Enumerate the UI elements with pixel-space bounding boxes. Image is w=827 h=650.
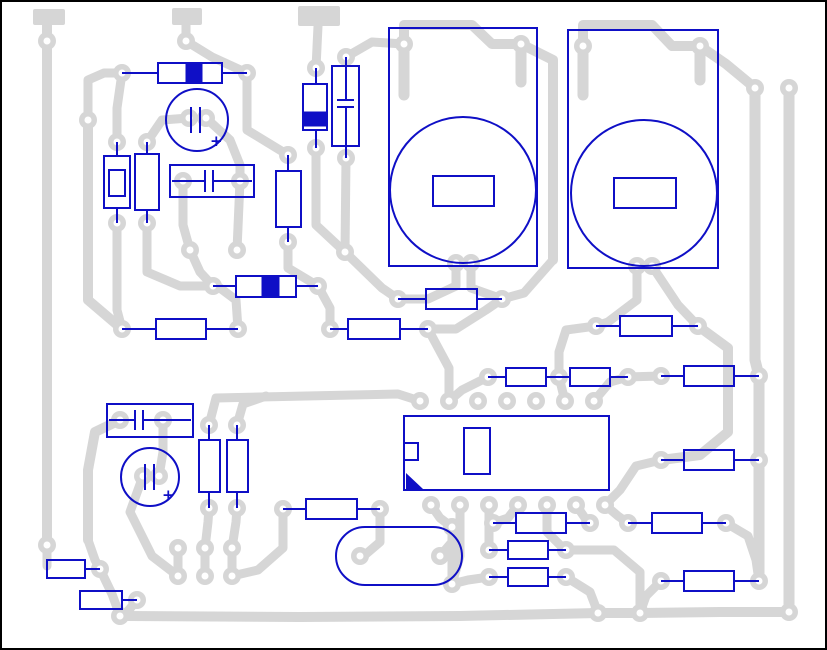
electrolytic-capacitor-outline[interactable] [120,447,180,507]
box-capacitor-body[interactable] [106,403,194,438]
pad-drill-hole [601,501,609,509]
copper-trace [695,41,760,93]
polarity-plus-mark: + [162,486,175,504]
ic-inner-box[interactable] [463,427,491,475]
copper-trace [232,176,245,255]
copper-trace [340,153,351,257]
pad-drill-hole [43,37,51,45]
pad-drill-hole [785,84,793,92]
pad-drill-hole [233,246,241,254]
copper-trace [399,20,526,49]
copper-trace [115,608,603,622]
capacitor-can-outline[interactable] [389,116,537,264]
ic-notch [403,442,419,461]
pad-drill-hole [186,246,194,254]
pad-drill-hole [228,572,236,580]
pad-drill-hole [751,84,759,92]
large-capacitor-outline[interactable] [567,29,719,269]
pad-drill-hole [543,501,551,509]
diode-cathode-band [185,62,203,84]
copper-trace [516,39,558,265]
pad-drill-hole [561,397,569,405]
pad-drill-hole [228,544,236,552]
pad-drill-hole [416,397,424,405]
fuse-outline[interactable] [335,526,463,586]
copper-trace [635,607,794,618]
copper-trace [125,471,183,581]
copper-trace [578,20,705,51]
large-capacitor-outline[interactable] [388,27,538,267]
pad-drill-hole [84,116,92,124]
copper-pad[interactable] [298,6,340,26]
pad-drill-hole [201,544,209,552]
copper-trace [554,321,601,382]
diode-cathode-band [261,275,280,298]
copper-pad[interactable] [33,9,65,25]
component-label-box[interactable] [432,175,495,207]
pad-drill-hole [155,472,163,480]
pad-drill-hole [427,501,435,509]
capacitor-can-outline[interactable] [570,119,718,267]
electrolytic-capacitor-outline[interactable] [165,88,229,152]
copper-trace [341,37,409,62]
pad-drill-hole [356,552,364,560]
pad-drill-hole [436,552,444,560]
polarity-plus-mark: + [210,132,223,150]
copper-trace [227,504,288,581]
pad-drill-hole [43,541,51,549]
component-label-box[interactable] [613,177,677,209]
pad-drill-hole [448,523,456,531]
pad-drill-hole [174,544,182,552]
pad-drill-hole [174,572,182,580]
pad-drill-hole [696,42,704,50]
pad-drill-hole [116,612,124,620]
pad-drill-hole [517,40,525,48]
pad-drill-hole [514,501,522,509]
copper-trace [600,455,666,510]
copper-trace [142,218,218,291]
pin1-marker [406,473,423,489]
copper-trace [311,143,350,257]
pad-drill-hole [474,397,482,405]
pad-drill-hole [572,501,580,509]
copper-trace [423,324,454,406]
box-capacitor-body[interactable] [169,164,255,198]
diode-cathode-band [302,111,328,127]
pad-drill-hole [448,580,456,588]
pad-drill-hole [503,397,511,405]
pad-drill-hole [201,572,209,580]
pad-drill-hole [182,37,190,45]
pad-drill-hole [445,397,453,405]
pad-drill-hole [636,609,644,617]
pad-drill-hole [341,248,349,256]
copper-trace [112,218,127,334]
component-outline[interactable] [108,169,126,197]
pad-drill-hole [532,397,540,405]
copper-pad[interactable] [172,8,202,25]
pad-drill-hole [485,501,493,509]
copper-trace [749,82,765,382]
pad-drill-hole [590,397,598,405]
copper-trace [83,115,127,334]
pad-drill-hole [202,114,210,122]
copper-trace [112,68,127,147]
copper-trace [181,36,252,78]
copper-trace [242,68,293,160]
pad-drill-hole [594,609,602,617]
pad-drill-hole [400,40,408,48]
pad-drill-hole [456,501,464,509]
copper-trace [647,261,703,331]
pad-drill-hole [579,42,587,50]
copper-trace [204,389,425,430]
copper-trace [561,545,645,618]
copper-trace [423,294,507,334]
copper-trace [215,283,243,334]
copper-trace [656,321,733,465]
pad-drill-hole [785,608,793,616]
